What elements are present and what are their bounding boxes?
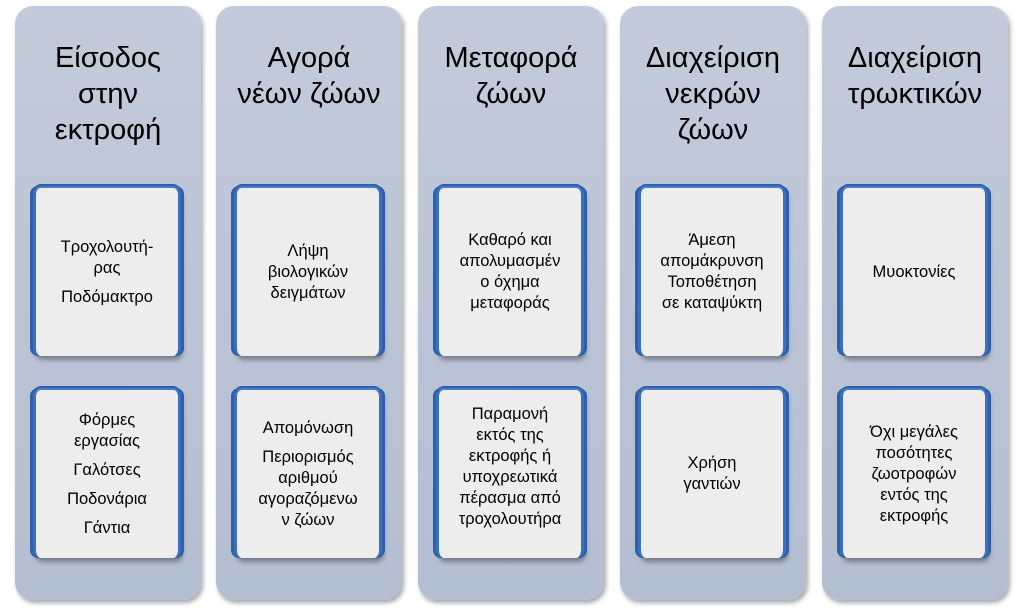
card-item-line: τροχολουτήρα — [458, 510, 562, 528]
card-item-line: βιολογικών — [267, 262, 349, 281]
card-item-line: αριθμού — [278, 468, 338, 487]
card-item-line: Όχι μεγάλες — [870, 422, 958, 441]
card-item: Απομόνωση — [263, 418, 354, 439]
card-item-line: Απομόνωση — [262, 418, 354, 437]
column-title-line: εκτροφή — [54, 114, 162, 146]
card-item: Τροχολουτή-ρας — [61, 237, 154, 279]
card-item-line: υποχρεωτικά — [462, 468, 558, 486]
column-title-line: Μεταφορά — [444, 42, 578, 74]
card-item-line: Τροχολουτή- — [60, 237, 154, 256]
column-title-line: στην — [78, 78, 138, 110]
card-item-line: απολυμασμέν — [459, 252, 561, 270]
card-item-line: ο όχημα — [480, 273, 540, 291]
card-item-line: εκτροφής — [879, 506, 949, 525]
column-title-line: τρωκτικών — [847, 78, 983, 110]
card-item: Λήψη βιολογικών δειγμάτων — [268, 241, 348, 304]
card-item-line: ποσότητες — [875, 443, 953, 462]
card-item-line: γαντιών — [683, 475, 741, 493]
card-item: Ποδόμακτρο — [61, 287, 153, 308]
card-item-line: Γάντια — [83, 518, 131, 537]
card-item-line: ρας — [93, 258, 121, 277]
card-item-line: Γαλότσες — [73, 460, 141, 479]
card-item-line: σε καταψύκτη — [661, 294, 763, 312]
card-item: Ποδονάρια — [67, 489, 147, 510]
column-title-line: ζώων — [677, 114, 749, 146]
card-item: Χρήση γαντιών — [683, 453, 740, 495]
card-item: Γαλότσες — [73, 460, 140, 481]
card-item: Γάντια — [84, 518, 131, 539]
top-card: Καθαρό και απολυμασμέν ο όχημα μεταφοράς — [436, 186, 584, 356]
column-title: Είσοδος στην εκτροφή — [15, 40, 201, 148]
card-item: Φόρμες εργασίας — [74, 410, 140, 452]
card-item-line: εργασίας — [74, 431, 140, 450]
bottom-card: Παραμονή εκτός της εκτροφής ή υποχρεωτικά πέ… — [436, 388, 584, 558]
card-item-line: Φόρμες — [78, 410, 136, 429]
card-item-line: εκτροφής ή — [468, 447, 552, 465]
card-item: Μυοκτονίες — [873, 262, 956, 283]
card-item: Παραμονή εκτός της εκτροφής ή υποχρεωτικά πέ… — [459, 404, 562, 530]
column-title: Διαχείριση τρωκτικών — [822, 40, 1008, 112]
card-item-line: αγοραζόμενω — [258, 489, 358, 508]
column-title-line: Αγορά — [267, 42, 351, 74]
bottom-card: Όχι μεγάλες ποσότητες ζωοτροφών εντός της εκ… — [840, 388, 988, 558]
card-item-line: Χρήση — [687, 454, 737, 472]
card-item-line: μεταφοράς — [470, 294, 550, 312]
card-item-line: ν ζώων — [281, 510, 335, 529]
card-item-line: Παραμονή — [471, 405, 549, 423]
column-title-line: Διαχείριση — [847, 42, 983, 74]
column-title-line: νεκρών — [665, 78, 761, 110]
card-item-line: Τοποθέτηση — [667, 273, 757, 291]
card-item-line: Ποδόμακτρο — [61, 287, 153, 306]
card-item-line: Περιορισμός — [262, 447, 354, 466]
top-card: Μυοκτονίες — [840, 186, 988, 356]
column-title: Αγορά νέων ζώων — [216, 40, 402, 112]
card-item: Όχι μεγάλες ποσότητες ζωοτροφών εντός της εκ… — [870, 422, 958, 527]
card-item-line: Λήψη — [287, 241, 329, 260]
bottom-card: Χρήση γαντιών — [638, 388, 786, 558]
card-item-line: Άμεση — [688, 231, 736, 249]
card-item-line: Ποδονάρια — [67, 489, 147, 508]
column-title: Διαχείριση νεκρών ζώων — [620, 40, 806, 148]
card-item-line: εντός της — [880, 485, 948, 504]
column-title-line: ζώων — [475, 78, 547, 110]
column-title-line: Διαχείριση — [645, 42, 781, 74]
column-title-line: Είσοδος — [54, 42, 162, 74]
card-item-line: ζωοτροφών — [871, 464, 957, 483]
card-item-line: εκτός της — [476, 426, 544, 444]
column-title: Μεταφορά ζώων — [418, 40, 604, 112]
card-item-line: πέρασμα από — [459, 489, 561, 507]
top-card: Λήψη βιολογικών δειγμάτων — [234, 186, 382, 356]
card-item-line: απομάκρυνση — [660, 252, 764, 270]
card-item: Περιορισμός αριθμού αγοραζόμενω ν ζώων — [258, 447, 357, 531]
column-title-line: νέων ζώων — [237, 78, 381, 110]
card-item-line: δειγμάτων — [270, 283, 346, 302]
card-item-line: Μυοκτονίες — [872, 262, 956, 281]
card-item-line: Καθαρό και — [468, 231, 552, 249]
card-item: Καθαρό και απολυμασμέν ο όχημα μεταφοράς — [460, 230, 561, 314]
